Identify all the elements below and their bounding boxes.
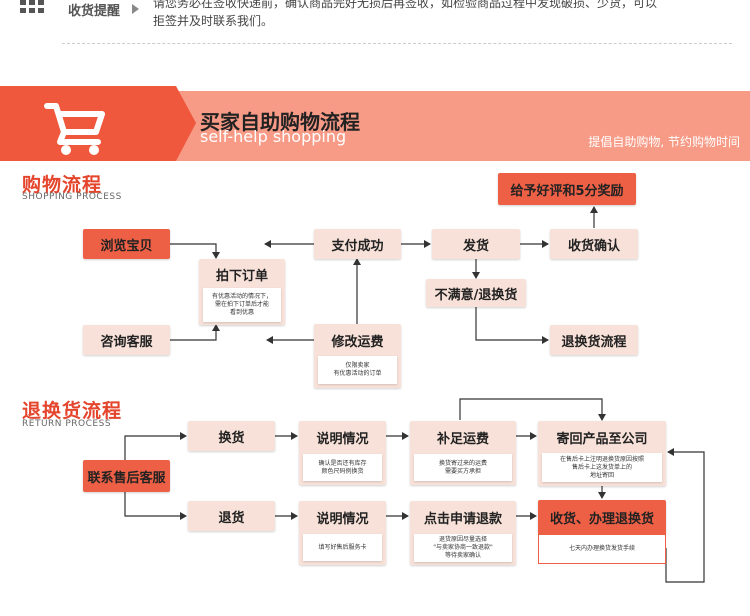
receive-box: 收货确认 — [550, 229, 638, 259]
process-return-note: 七天内办理换货发货手续 — [538, 534, 666, 564]
add-fee-label: 补足运费 — [436, 432, 489, 447]
returns-subtitle: RETURN PROCESS — [22, 419, 112, 429]
order-note: 有优惠活动的情况下， 需在拍下订单后才能 看到优惠 — [203, 288, 281, 322]
ship-box: 发货 — [432, 229, 520, 259]
shopping-title: 购物流程 — [22, 174, 103, 196]
notice-label: 收货提醒 — [68, 4, 121, 19]
banner-title: 买家自助购物流程 — [200, 110, 360, 134]
divider — [62, 43, 732, 44]
apply-refund-label: 点击申请退款 — [423, 512, 502, 527]
refund-box: 退货 — [188, 501, 275, 531]
banner-slogan: 提倡自助购物, 节约购物时间 — [588, 135, 740, 149]
shopping-cart-icon — [44, 103, 105, 155]
banner-subtitle: self-help shopping — [200, 127, 347, 146]
contact-service-box: 联系售后客服 — [83, 460, 170, 492]
browse-box: 浏览宝贝 — [83, 229, 170, 259]
explain-refund-note: 填写好售后服务卡 — [303, 534, 382, 561]
returns-title: 退换货流程 — [22, 400, 123, 422]
add-fee-note: 换货寄过来的运费 需要买方承担 — [414, 454, 512, 481]
order-label: 拍下订单 — [215, 269, 268, 284]
modify-fee-label: 修改运费 — [331, 335, 384, 350]
return-flow-box: 退换货流程 — [550, 325, 638, 355]
explain-exchange-note: 确认是否还有库存 颜色尺码例换货 — [303, 454, 382, 481]
process-return-box: 收货、办理退换货 — [538, 500, 666, 534]
exchange-box: 换货 — [188, 421, 275, 451]
send-back-note: 在售后卡上注明退换货原因按照 售后卡上这发货单上的 地址寄回 — [542, 453, 662, 482]
shopping-subtitle: SHOPPING PROCESS — [22, 192, 122, 202]
send-back-label: 寄回产品至公司 — [556, 432, 648, 447]
praise-box: 给予好评和5分奖励 — [498, 173, 636, 205]
consult-box: 咨询客服 — [83, 325, 170, 355]
arrow-right-icon — [132, 4, 139, 14]
banner-icon-panel — [0, 86, 176, 161]
apply-refund-note: 退货原因尽量选择 "与卖家协商一致退款" 等待卖家确认 — [414, 534, 512, 562]
explain-exchange-label: 说明情况 — [316, 432, 369, 447]
notice-text: 请您务必在签收快递前，确认商品完好无损后再签收，如检验商品过程中发现破损、少货，… — [153, 0, 658, 28]
banner-notch — [176, 86, 196, 161]
explain-refund-label: 说明情况 — [316, 512, 369, 527]
pay-box: 支付成功 — [314, 229, 401, 259]
grid-icon — [20, 0, 46, 18]
unsatisfied-box: 不满意/退换货 — [426, 279, 526, 307]
modify-fee-note: 仅限卖家 有优惠活动的订单 — [318, 356, 397, 384]
